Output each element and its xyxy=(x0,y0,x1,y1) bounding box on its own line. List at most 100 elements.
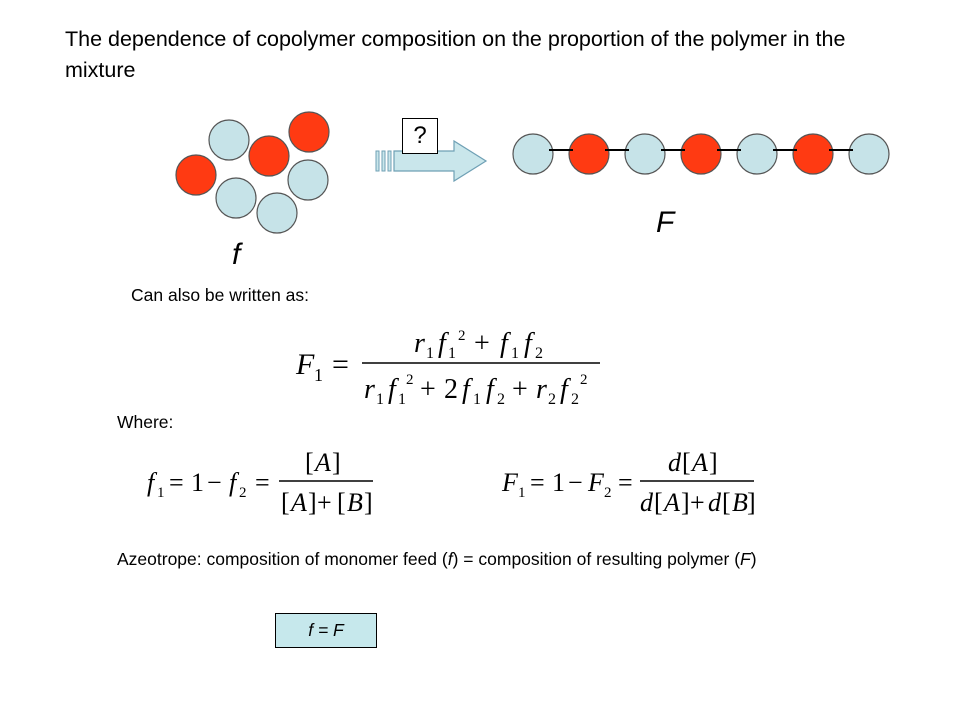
svg-text:A: A xyxy=(690,448,708,477)
svg-text:+: + xyxy=(690,488,705,517)
svg-text:A: A xyxy=(662,488,680,517)
svg-text:]: ] xyxy=(747,488,756,517)
svg-text:A: A xyxy=(289,488,307,517)
main-equation: F 1 = r 1 f 1 2 + f 1 f 2 r 1 f 1 2 + 2 … xyxy=(295,328,600,408)
label-polymer-F: F xyxy=(656,206,675,239)
svg-text:d: d xyxy=(708,488,722,517)
svg-text:B: B xyxy=(347,488,363,517)
label-feed-f: f xyxy=(232,238,241,271)
svg-text:f: f xyxy=(462,374,473,405)
azeotrope-definition: Azeotrope: composition of monomer feed (… xyxy=(117,545,777,573)
svg-text:]: ] xyxy=(364,488,373,517)
svg-text:r: r xyxy=(364,374,375,405)
svg-text:2: 2 xyxy=(580,372,588,388)
svg-text:f: f xyxy=(229,468,240,497)
question-box: ? xyxy=(402,118,438,154)
svg-text:2: 2 xyxy=(571,391,579,408)
svg-text:2: 2 xyxy=(239,485,247,501)
svg-text:]: ] xyxy=(332,448,341,477)
chain-monomer-a xyxy=(736,133,778,175)
svg-text:F: F xyxy=(587,468,605,497)
chain-monomer-b xyxy=(792,133,834,175)
svg-text:2: 2 xyxy=(497,391,505,408)
svg-text:+: + xyxy=(474,328,490,359)
svg-text:r: r xyxy=(536,374,547,405)
chain-monomer-a xyxy=(512,133,554,175)
svg-text:d: d xyxy=(668,448,682,477)
svg-text:B: B xyxy=(732,488,748,517)
chain-monomer-a xyxy=(624,133,666,175)
svg-text:[: [ xyxy=(337,488,346,517)
monomer-a xyxy=(256,192,298,234)
svg-text:[: [ xyxy=(654,488,663,517)
azeotrope-text-1: Azeotrope: composition of monomer feed ( xyxy=(117,549,448,569)
svg-text:1: 1 xyxy=(552,468,565,497)
svg-text:]: ] xyxy=(709,448,718,477)
svg-text:1: 1 xyxy=(448,345,456,362)
svg-text:2: 2 xyxy=(458,328,466,344)
svg-text:+: + xyxy=(420,374,436,405)
azeotrope-text-2: ) = composition of resulting polymer ( xyxy=(452,549,741,569)
where-text: Where: xyxy=(117,412,174,432)
f-equals-F-box: f = F xyxy=(275,613,377,648)
svg-text:f: f xyxy=(388,374,399,405)
svg-text:+: + xyxy=(317,488,332,517)
monomer-a xyxy=(208,119,250,161)
svg-text:1: 1 xyxy=(398,391,406,408)
svg-text:f: f xyxy=(560,374,571,405)
svg-text:[: [ xyxy=(682,448,691,477)
monomer-mixture xyxy=(175,111,330,234)
svg-text:=: = xyxy=(332,348,349,381)
svg-text:−: − xyxy=(568,468,583,497)
azeotrope-text-3: ) xyxy=(750,549,757,569)
svg-text:d: d xyxy=(640,488,654,517)
svg-text:2: 2 xyxy=(604,485,612,501)
svg-text:f: f xyxy=(486,374,497,405)
svg-text:r: r xyxy=(414,328,425,359)
svg-text:2: 2 xyxy=(535,345,543,362)
polymer-chain xyxy=(512,133,890,175)
svg-text:−: − xyxy=(207,468,222,497)
svg-text:f: f xyxy=(500,328,511,359)
svg-text:1: 1 xyxy=(314,365,323,385)
monomer-b xyxy=(248,135,290,177)
svg-text:f: f xyxy=(147,468,158,497)
svg-text:=: = xyxy=(169,468,184,497)
svg-text:[: [ xyxy=(305,448,314,477)
svg-text:1: 1 xyxy=(473,391,481,408)
azeotrope-f: f xyxy=(447,549,453,569)
svg-text:2: 2 xyxy=(444,374,458,405)
also-written-text: Can also be written as: xyxy=(131,285,310,305)
svg-text:]: ] xyxy=(308,488,317,517)
svg-text:A: A xyxy=(313,448,331,477)
azeotrope-F: F xyxy=(740,549,751,569)
svg-text:+: + xyxy=(512,374,528,405)
svg-text:2: 2 xyxy=(548,391,556,408)
svg-text:1: 1 xyxy=(518,485,526,501)
monomer-a xyxy=(215,177,257,219)
polymer-fraction-equation: F 1 = 1 − F 2 = d [ A ] d [ A ] + d [ B … xyxy=(501,448,756,517)
svg-text:[: [ xyxy=(281,488,290,517)
chain-monomer-b xyxy=(568,133,610,175)
svg-text:1: 1 xyxy=(157,485,165,501)
chain-monomer-b xyxy=(680,133,722,175)
svg-text:F: F xyxy=(501,468,519,497)
slide-title: The dependence of copolymer composition … xyxy=(65,27,846,82)
svg-text:1: 1 xyxy=(376,391,384,408)
monomer-a xyxy=(287,159,329,201)
svg-text:=: = xyxy=(530,468,545,497)
feed-fraction-equation: f 1 = 1 − f 2 = [ A ] [ A ] + [ B ] xyxy=(147,448,373,517)
svg-text:f: f xyxy=(438,328,449,359)
svg-text:=: = xyxy=(255,468,270,497)
svg-text:1: 1 xyxy=(426,345,434,362)
svg-text:]: ] xyxy=(681,488,690,517)
svg-text:1: 1 xyxy=(511,345,519,362)
svg-text:F: F xyxy=(295,348,315,381)
svg-text:1: 1 xyxy=(191,468,204,497)
svg-text:f: f xyxy=(524,328,535,359)
svg-text:2: 2 xyxy=(406,372,414,388)
monomer-b xyxy=(175,154,217,196)
svg-text:[: [ xyxy=(722,488,731,517)
chain-monomer-a xyxy=(848,133,890,175)
svg-text:=: = xyxy=(618,468,633,497)
